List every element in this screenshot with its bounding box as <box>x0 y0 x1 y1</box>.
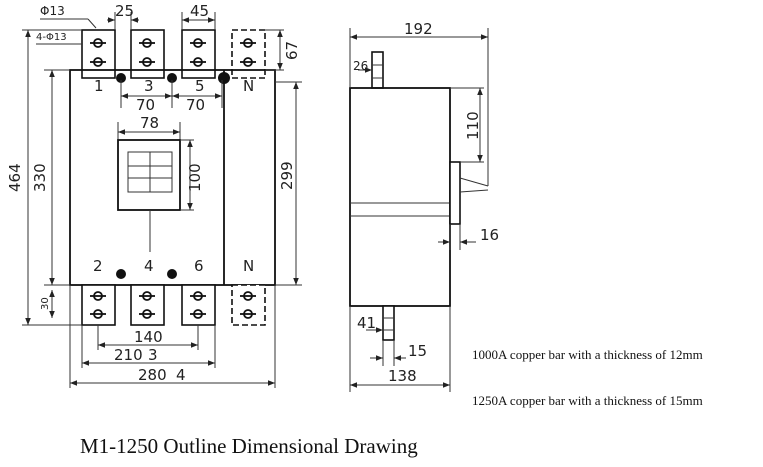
breaker-body <box>69 69 276 286</box>
terminal-dot <box>218 72 230 84</box>
depth-dim: 192 <box>404 20 433 38</box>
note-1000a: 1000A copper bar with a thickness of 12m… <box>472 347 703 362</box>
body-height-dim: 330 <box>31 163 49 192</box>
bar-pitch-dim: 25 <box>115 2 134 20</box>
side-bottom-bar <box>382 305 395 341</box>
bar-width-dim: 45 <box>190 2 209 20</box>
width-140-dim: 140 <box>134 328 163 346</box>
terminal-label-2: 2 <box>93 257 103 275</box>
side-top-bar <box>371 51 384 89</box>
terminal-label-4: 4 <box>144 257 154 275</box>
body-depth-dim: 138 <box>388 367 417 385</box>
note-1250a: 1250A copper bar with a thickness of 15m… <box>472 393 703 408</box>
hole-pattern-dim: 4-Φ13 <box>36 32 67 43</box>
handle-thickness-dim: 16 <box>480 226 499 244</box>
bar-extension-dim: 67 <box>283 41 301 60</box>
terminal-label-n-bottom: N <box>243 257 254 275</box>
inner-height-dim: 299 <box>278 161 296 190</box>
drawing-caption: M1-1250 Outline Dimensional Drawing <box>80 434 418 458</box>
handle-offset-dim: 110 <box>464 111 482 140</box>
side-body <box>349 87 451 307</box>
bar-height-dim: 30 <box>40 297 51 310</box>
handle-width-dim: 78 <box>140 114 159 132</box>
pole-spacing-2: 70 <box>186 96 205 114</box>
terminal-label-5: 5 <box>195 77 205 95</box>
bottom-offset-dim: 41 <box>357 314 376 332</box>
width-280-suffix: 4 <box>176 366 186 384</box>
front-view: 1 3 5 N 70 70 78 100 2 4 6 N <box>6 2 302 388</box>
bottom-copper-bars <box>81 284 266 326</box>
terminal-label-1: 1 <box>94 77 104 95</box>
width-280-dim: 280 <box>138 366 167 384</box>
pole-spacing-1: 70 <box>136 96 155 114</box>
terminal-label-3: 3 <box>144 77 154 95</box>
bottom-bar-dim: 15 <box>408 342 427 360</box>
bar-offset-dim: 26 <box>353 59 368 73</box>
terminal-dot <box>167 73 177 83</box>
handle-window <box>117 139 181 211</box>
width-210-suffix: 3 <box>148 346 158 364</box>
width-210-dim: 210 <box>114 346 143 364</box>
terminal-label-n: N <box>243 77 254 95</box>
overall-height-dim: 464 <box>6 163 24 192</box>
terminal-dot <box>116 73 126 83</box>
side-view: 192 26 110 16 41 15 138 <box>349 20 499 392</box>
side-handle <box>449 161 461 225</box>
terminal-label-6: 6 <box>194 257 204 275</box>
handle-height-dim: 100 <box>186 163 204 192</box>
hole-dia-dim: Φ13 <box>40 4 65 18</box>
